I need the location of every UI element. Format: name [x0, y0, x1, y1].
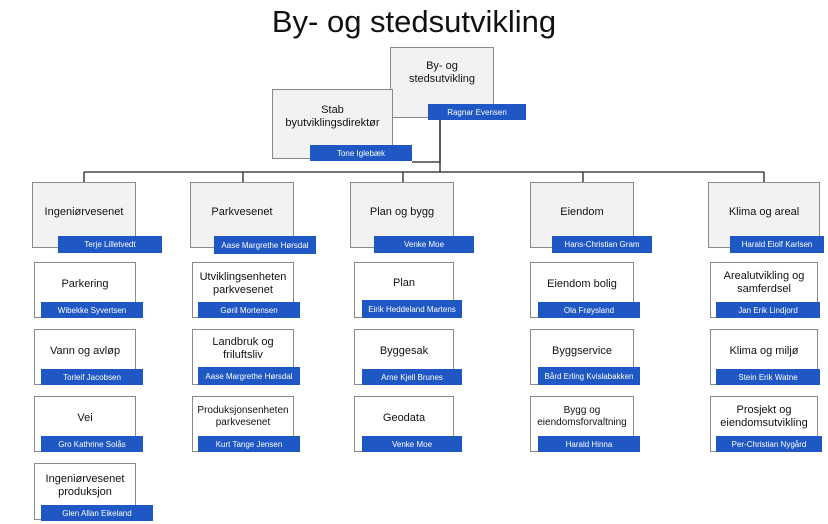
org-unit-label: Bygg og eiendomsforvaltning [537, 405, 627, 428]
person-badge: Per-Christian Nygård [716, 436, 822, 452]
org-unit-label: Vann og avløp [49, 344, 121, 357]
connector-top-stab [412, 118, 441, 163]
person-badge: Wibekke Syvertsen [41, 302, 143, 318]
org-unit-label: Byggservice [552, 344, 612, 357]
org-unit-label: Utviklingsenheten parkvesenet [199, 271, 287, 296]
person-badge: Gro Kathrine Solås [41, 436, 143, 452]
person-badge: Eirik Heddeland Martens [362, 300, 462, 318]
person-badge: Hans-Christian Gram [552, 236, 652, 253]
person-badge: Jan Erik Lindjord [716, 302, 820, 318]
org-unit-label: Klima og miljø [729, 344, 799, 357]
person-badge: Stein Erik Watne [716, 369, 820, 385]
org-unit-label: Arealutvikling og samferdsel [723, 270, 805, 295]
org-unit-label: Klima og areal [728, 205, 800, 218]
org-unit-label: By- og stedsutvikling [408, 59, 476, 85]
org-unit-label: Parkvesenet [211, 205, 273, 218]
person-badge: Gøril Mortensen [198, 302, 300, 318]
org-unit-label: Geodata [382, 411, 426, 424]
person-badge: Ola Frøysland [538, 302, 640, 318]
person-badge: Ragnar Evensen [428, 104, 526, 120]
page-title: By- og stedsutvikling [271, 4, 557, 39]
person-badge: Venke Moe [374, 236, 474, 253]
org-unit-label: Byggesak [379, 344, 429, 357]
person-badge: Kurt Tange Jensen [198, 436, 300, 452]
person-badge: Aase Margrethe Hørsdal [198, 367, 300, 385]
person-badge: Harald Eiolf Karlsen [730, 236, 824, 253]
org-unit-label: Prosjekt og eiendomsutvikling [720, 404, 808, 429]
person-badge: Harald Hinna [538, 436, 640, 452]
org-unit-label: Vei [77, 411, 93, 424]
person-badge: Torleif Jacobsen [41, 369, 143, 385]
person-badge: Arne Kjell Brunes [362, 369, 462, 385]
org-unit-label: Ingeniørvesenet [44, 205, 124, 218]
org-unit-label: Parkering [61, 277, 109, 290]
person-badge: Terje Lilletvedt [58, 236, 162, 253]
person-badge: Tone Iglebæk [310, 145, 412, 161]
org-unit-label: Plan [392, 276, 416, 289]
org-unit-label: Eiendom bolig [547, 277, 617, 290]
org-unit-label: Ingeniørvesenet produksjon [45, 472, 125, 498]
person-badge: Venke Moe [362, 436, 462, 452]
person-badge: Glen Allan Eikeland [41, 505, 153, 521]
person-badge: Aase Margrethe Hørsdal [214, 236, 316, 254]
org-unit-label: Produksjonsenheten parkvesenet [197, 405, 289, 428]
org-unit-label: Stab byutviklingsdirektør [285, 104, 380, 129]
org-unit-label: Plan og bygg [369, 205, 435, 218]
org-unit-label: Eiendom [560, 205, 604, 218]
person-badge: Bård Erling Kvislabakken [538, 367, 640, 385]
org-unit-label: Landbruk og friluftsliv [212, 336, 274, 361]
